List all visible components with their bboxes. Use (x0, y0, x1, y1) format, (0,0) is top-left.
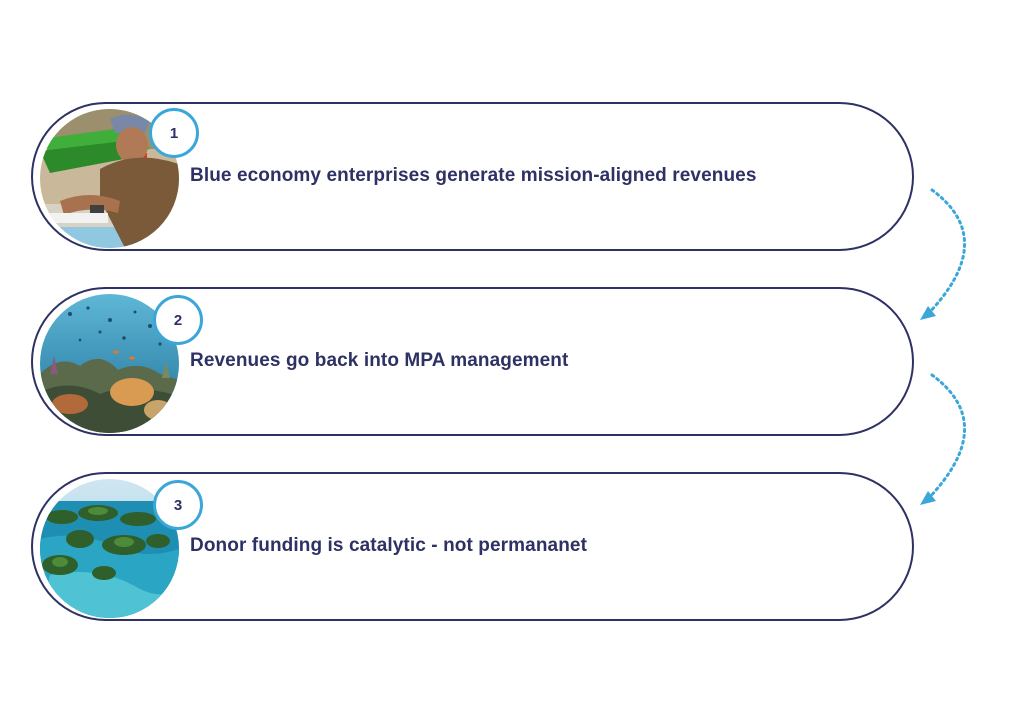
step-1-pill: 1 Blue economy enterprises generate miss… (31, 102, 914, 251)
curved-arrow-connector-1 (920, 188, 966, 320)
step-2-pill: 2 Revenues go back into MPA management (31, 287, 914, 436)
step-number-badge: 1 (149, 108, 199, 158)
step-number-badge: 2 (153, 295, 203, 345)
curved-arrow-connector-2 (920, 373, 966, 505)
step-description: Donor funding is catalytic - not permana… (190, 535, 588, 556)
step-number-badge: 3 (153, 480, 203, 530)
step-3-pill: 3 Donor funding is catalytic - not perma… (31, 472, 914, 621)
step-description: Blue economy enterprises generate missio… (190, 165, 757, 186)
step-description: Revenues go back into MPA management (190, 350, 569, 371)
